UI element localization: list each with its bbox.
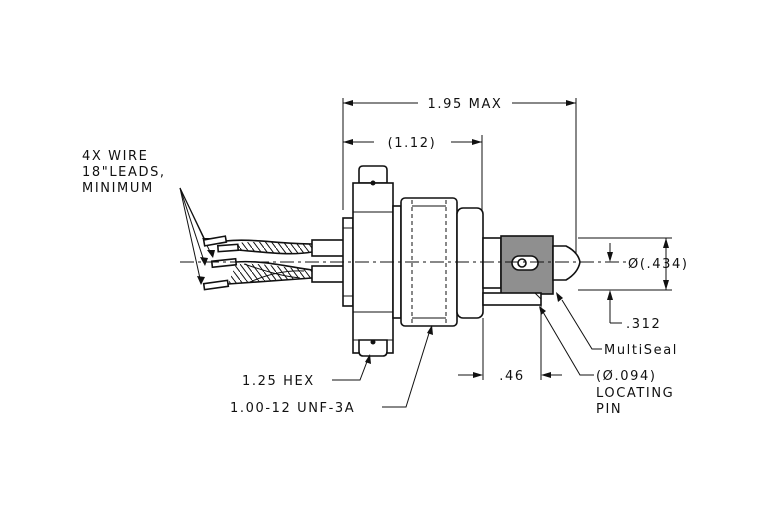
pin-offset-dimension: .46 (458, 305, 562, 384)
body-length-label: (1.12) (388, 136, 437, 151)
lead-wires (202, 235, 313, 291)
wire-note-line-2: 18"LEADS, (82, 165, 166, 180)
offset-label: .312 (626, 317, 661, 332)
locating-pin-leader: (Ø.094) LOCATING PIN (539, 306, 674, 417)
front-shaft (482, 235, 581, 306)
multiseal-leader: MultiSeal (556, 292, 678, 358)
diameter-label: Ø(.434) (628, 257, 689, 272)
pin-label-line-1: LOCATING (596, 386, 674, 401)
thread-leader: 1.00-12 UNF-3A (230, 325, 433, 416)
pin-diameter-label: (Ø.094) (596, 369, 657, 384)
thread-label: 1.00-12 UNF-3A (230, 401, 355, 416)
pin-offset-label: .46 (499, 369, 524, 384)
pin-label-line-2: PIN (596, 402, 622, 417)
nut-hole-top-icon (370, 180, 376, 186)
locating-pin (482, 292, 542, 306)
hex-leader: 1.25 HEX (242, 354, 371, 389)
offset-dimension: .312 (607, 243, 661, 332)
hex-nut (352, 165, 402, 357)
hex-label: 1.25 HEX (242, 374, 315, 389)
wire-note-line-1: 4X WIRE (82, 149, 148, 164)
nut-hole-bottom-icon (370, 339, 376, 345)
multiseal-label: MultiSeal (604, 343, 678, 358)
wire-note-line-3: MINIMUM (82, 181, 154, 196)
wire-note: 4X WIRE 18"LEADS, MINIMUM (82, 149, 215, 285)
rear-pins (311, 239, 345, 283)
overall-length-dimension: 1.95 MAX (342, 97, 577, 258)
overall-length-label: 1.95 MAX (428, 97, 503, 112)
diameter-dimension: Ø(.434) (578, 237, 689, 291)
